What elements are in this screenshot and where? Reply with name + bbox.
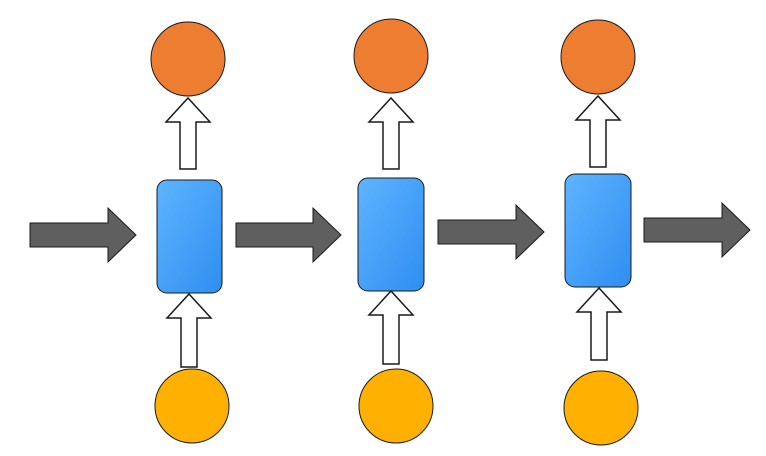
recurrent-cell-2	[357, 177, 425, 292]
output-node-1	[150, 21, 226, 97]
state-arrow-1-2	[235, 206, 342, 264]
input-arrow-1	[165, 292, 213, 368]
input-node-1	[154, 368, 230, 444]
output-arrow-2	[367, 96, 415, 170]
output-node-3	[560, 19, 636, 95]
output-arrow-1	[164, 96, 212, 170]
state-arrow-in	[29, 206, 137, 264]
timestep-3	[560, 19, 639, 446]
recurrent-cell-1	[156, 179, 223, 294]
input-node-3	[563, 370, 639, 446]
recurrent-cell-3	[564, 173, 632, 288]
timestep-2	[353, 18, 434, 444]
input-node-2	[358, 368, 434, 444]
input-arrow-2	[367, 289, 415, 365]
input-arrow-3	[575, 286, 623, 361]
state-arrow-out	[643, 201, 751, 259]
state-arrow-2-3	[437, 203, 545, 261]
output-node-2	[353, 18, 429, 94]
timestep-1	[150, 21, 230, 444]
output-arrow-3	[574, 94, 622, 168]
